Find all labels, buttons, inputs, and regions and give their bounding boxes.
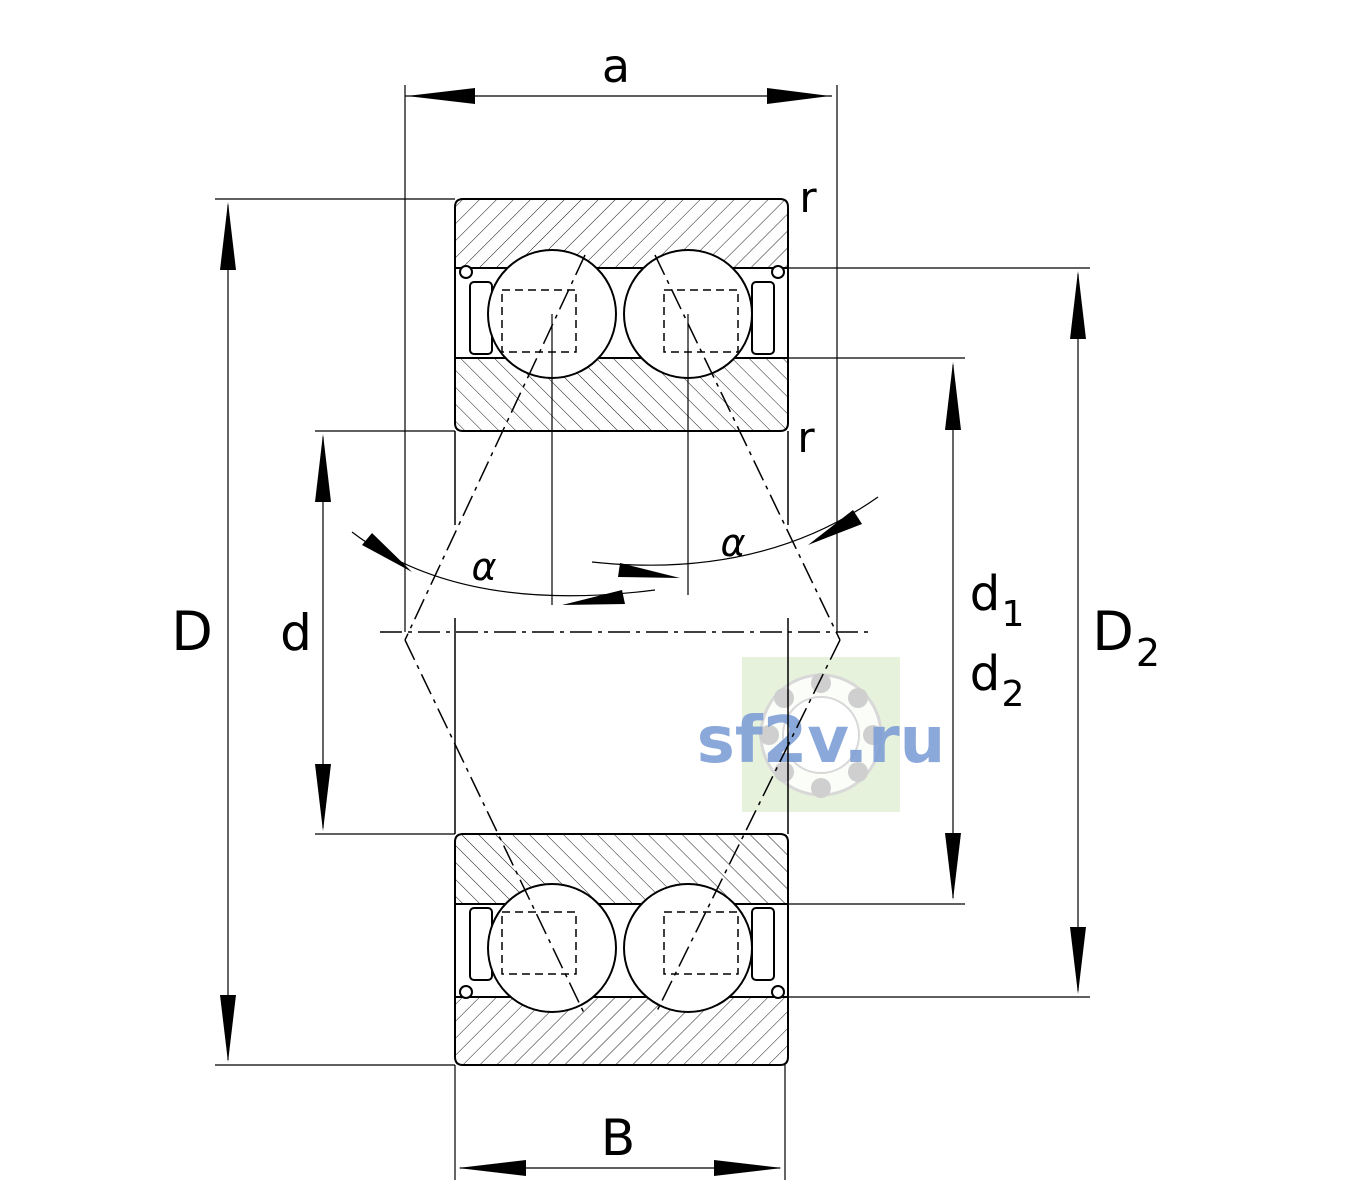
label-r-top: r xyxy=(799,173,817,222)
svg-text:d: d xyxy=(970,646,1000,702)
label-d2: d 2 xyxy=(970,646,1025,715)
label-B: B xyxy=(601,1109,635,1167)
svg-text:2: 2 xyxy=(1002,674,1025,715)
inner-ring-top xyxy=(454,357,789,432)
watermark-text: sf2v.ru xyxy=(697,704,945,778)
seal-top-right xyxy=(751,281,775,355)
label-d: d xyxy=(280,604,312,662)
outer-ring-bottom xyxy=(454,996,789,1066)
svg-text:2: 2 xyxy=(1136,631,1160,675)
ball-bottom-left xyxy=(487,883,617,1013)
bearing-logo-icon xyxy=(759,673,883,798)
dimension-labels: a r r α α D d d 1 d 2 D 2 B xyxy=(171,39,1160,1167)
watermark: sf2v.ru xyxy=(697,657,945,812)
svg-text:D: D xyxy=(1092,600,1134,663)
inner-ring-bottom xyxy=(454,833,789,905)
seal-bottom-right xyxy=(751,907,775,981)
label-a: a xyxy=(602,39,630,93)
extension-lines xyxy=(215,85,1090,1180)
dimension-arrows xyxy=(220,88,1086,1176)
svg-text:d: d xyxy=(970,566,1000,622)
svg-text:1: 1 xyxy=(1002,594,1025,635)
label-alpha-left: α xyxy=(471,545,496,589)
label-r-inner: r xyxy=(797,413,815,462)
outer-ring-top xyxy=(454,198,789,269)
label-D: D xyxy=(171,600,213,663)
label-D2: D 2 xyxy=(1092,600,1160,675)
label-alpha-right: α xyxy=(720,521,745,565)
label-d1: d 1 xyxy=(970,566,1025,635)
